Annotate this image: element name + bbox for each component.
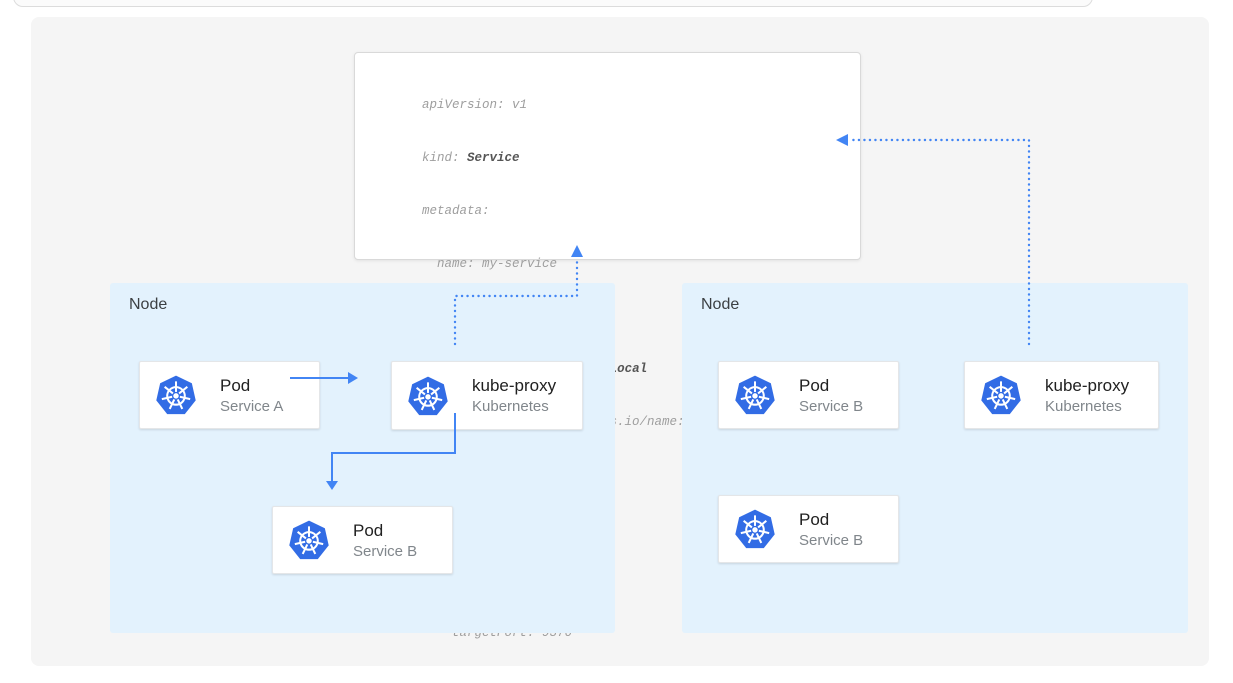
diagram-canvas: apiVersion: v1 kind: Service metadata: n… <box>31 17 1209 666</box>
card-title: Pod <box>220 375 251 395</box>
kubernetes-icon <box>979 373 1023 417</box>
card-subtitle: Kubernetes <box>1045 397 1122 415</box>
card-title: kube-proxy <box>1045 375 1130 395</box>
kubernetes-icon <box>287 518 331 562</box>
kubernetes-icon <box>154 373 198 417</box>
kubernetes-icon <box>733 373 777 417</box>
node-left: Node Pod Service A kube-proxy Kubernetes <box>110 283 615 633</box>
card-kube-proxy-right: kube-proxy Kubernetes <box>964 361 1159 429</box>
card-title: Pod <box>799 509 830 529</box>
card-subtitle: Service A <box>220 397 284 415</box>
card-subtitle: Service B <box>799 531 864 549</box>
yaml-line: kind: Service <box>422 150 520 165</box>
card-title: kube-proxy <box>472 376 557 395</box>
top-toolbar-remnant <box>13 0 1093 7</box>
card-pod-service-b-left: Pod Service B <box>272 506 453 574</box>
card-kube-proxy-left: kube-proxy Kubernetes <box>391 361 583 430</box>
card-subtitle: Kubernetes <box>472 398 549 415</box>
card-pod-service-a: Pod Service A <box>139 361 320 429</box>
kubernetes-icon <box>406 374 450 418</box>
node-right: Node Pod Service B kube-proxy Kubernetes <box>682 283 1188 633</box>
card-subtitle: Service B <box>799 397 864 415</box>
card-pod-service-b-right-1: Pod Service B <box>718 361 899 429</box>
kubernetes-icon <box>733 507 777 551</box>
yaml-line: metadata: <box>422 203 490 218</box>
service-yaml-card: apiVersion: v1 kind: Service metadata: n… <box>354 52 861 640</box>
node-left-label: Node <box>129 296 168 313</box>
card-subtitle: Service B <box>353 542 418 560</box>
card-title: Pod <box>799 375 830 395</box>
card-pod-service-b-right-2: Pod Service B <box>718 495 899 563</box>
node-right-label: Node <box>701 296 740 313</box>
yaml-line: name: my-service <box>422 256 558 271</box>
card-title: Pod <box>353 520 384 540</box>
yaml-line: apiVersion: v1 <box>422 98 528 113</box>
